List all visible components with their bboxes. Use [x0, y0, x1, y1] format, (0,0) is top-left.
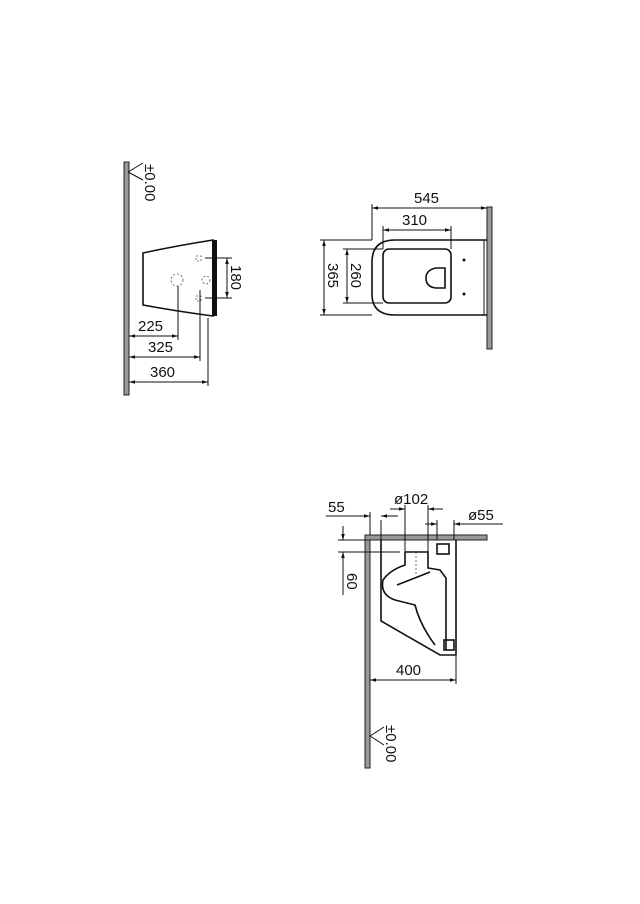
drain-hole — [170, 273, 184, 287]
dim-325: 325 — [148, 339, 173, 356]
dim-310: 310 — [402, 212, 427, 229]
supply-hole — [201, 275, 211, 285]
bolt-hole — [195, 295, 202, 302]
dim-225: 225 — [138, 318, 163, 335]
bowl-inner — [382, 248, 452, 304]
wall — [364, 534, 371, 769]
dim-d55: ø55 — [468, 507, 494, 524]
section-view: 55 ø102 ø55 60 400 ±0.00 — [326, 491, 503, 769]
ceiling-carrier — [364, 534, 488, 541]
wall — [123, 161, 130, 396]
dim-55: 55 — [328, 499, 345, 516]
dim-360: 360 — [150, 364, 175, 381]
level-marker-icon — [369, 726, 385, 746]
side-view: ±0.00 180 225 325 360 — [123, 161, 244, 396]
dim-365: 365 — [324, 263, 341, 288]
dim-400: 400 — [396, 662, 421, 679]
dim-180: 180 — [227, 265, 244, 290]
wall — [486, 206, 493, 350]
level-label: ±0.00 — [382, 725, 399, 762]
bolt-hole — [195, 255, 202, 262]
flush-inlet — [436, 543, 450, 555]
toilet-section-outline — [380, 540, 457, 656]
dim-260: 260 — [347, 263, 364, 288]
dim-545: 545 — [414, 190, 439, 207]
top-view: 545 310 365 260 — [320, 190, 493, 350]
trap-opening — [425, 267, 446, 289]
level-marker-icon — [127, 162, 144, 181]
seat-edge — [212, 240, 217, 316]
trapway — [381, 551, 447, 650]
level-label: ±0.00 — [141, 164, 158, 201]
dim-d102: ø102 — [394, 491, 428, 508]
dim-60: 60 — [343, 573, 360, 590]
bowl-outline — [371, 239, 487, 316]
